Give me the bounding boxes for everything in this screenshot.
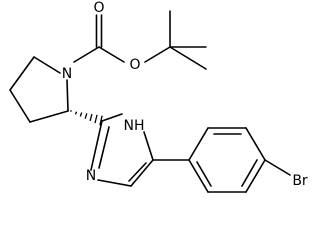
structure-diagram: O O N NH N Br bbox=[9, 0, 308, 193]
bond-pyrrolidine-c4-c3 bbox=[9, 89, 31, 123]
bond-imidazole-c2-n3 bbox=[90, 120, 103, 171]
bond-carbonyl-to-n bbox=[73, 46, 100, 63]
atom-label-carbonyl-oxygen: O bbox=[93, 0, 104, 16]
bond-imidazole-nh-c5 bbox=[143, 131, 154, 161]
bond-ester-o-to-tbutyl bbox=[144, 46, 171, 63]
bond-imidazole-c2-nh bbox=[101, 113, 123, 122]
bond-phenyl-c1-c2 bbox=[188, 127, 209, 161]
bond-imidazole-c4-n3 bbox=[97, 179, 132, 187]
bond-carbonyl-to-ester-o bbox=[98, 46, 125, 63]
atom-label-imidazole-nh: NH bbox=[124, 118, 145, 134]
bond-phenyl-inner-c bbox=[196, 161, 212, 187]
bond-phenyl-c3-c4 bbox=[245, 127, 266, 161]
atom-label-ester-oxygen: O bbox=[129, 57, 140, 73]
bond-pyrrolidine-c3-c2 bbox=[29, 110, 69, 123]
bond-phenyl-c4-c5 bbox=[245, 159, 266, 193]
atom-label-pyrrolidine-nitrogen: N bbox=[62, 66, 72, 82]
atom-label-imidazole-n: N bbox=[86, 168, 96, 184]
bond-imidazole-c5-c4-double bbox=[128, 162, 147, 182]
bond-phenyl-to-bromine bbox=[264, 159, 291, 176]
atom-label-bromine: Br bbox=[292, 173, 308, 189]
bond-tbutyl-methyl-down bbox=[169, 46, 207, 70]
bond-phenyl-inner-b bbox=[241, 159, 258, 187]
bond-imidazole-c2-n3-double bbox=[98, 126, 110, 169]
bond-phenyl-c6-c1 bbox=[188, 159, 209, 193]
bond-pyrrolidine-c5-c4 bbox=[9, 56, 35, 91]
stereo-hashed-wedge bbox=[70, 109, 103, 126]
bond-pyrrolidine-n-c5 bbox=[33, 56, 61, 74]
molecule-drawing: O O N NH N Br bbox=[9, 0, 308, 193]
bond-pyrrolidine-c2-n bbox=[66, 79, 69, 112]
bond-imidazole-c5-c4 bbox=[130, 159, 154, 187]
